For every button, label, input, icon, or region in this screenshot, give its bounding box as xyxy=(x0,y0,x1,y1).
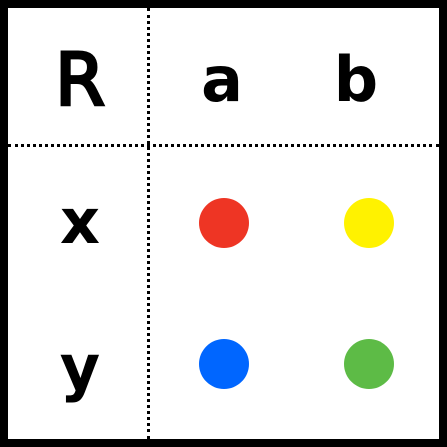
cell-dot-x-a xyxy=(199,198,249,248)
column-header-b: b xyxy=(333,43,379,116)
row-divider xyxy=(8,144,439,147)
row-header-y: y xyxy=(59,331,101,404)
column-header-a: a xyxy=(201,43,243,116)
cell-dot-x-b xyxy=(344,198,394,248)
row-header-x: x xyxy=(60,185,100,258)
relation-name: R xyxy=(53,38,106,122)
cell-dot-y-a xyxy=(199,339,249,389)
cell-dot-y-b xyxy=(344,339,394,389)
column-divider xyxy=(147,8,150,439)
